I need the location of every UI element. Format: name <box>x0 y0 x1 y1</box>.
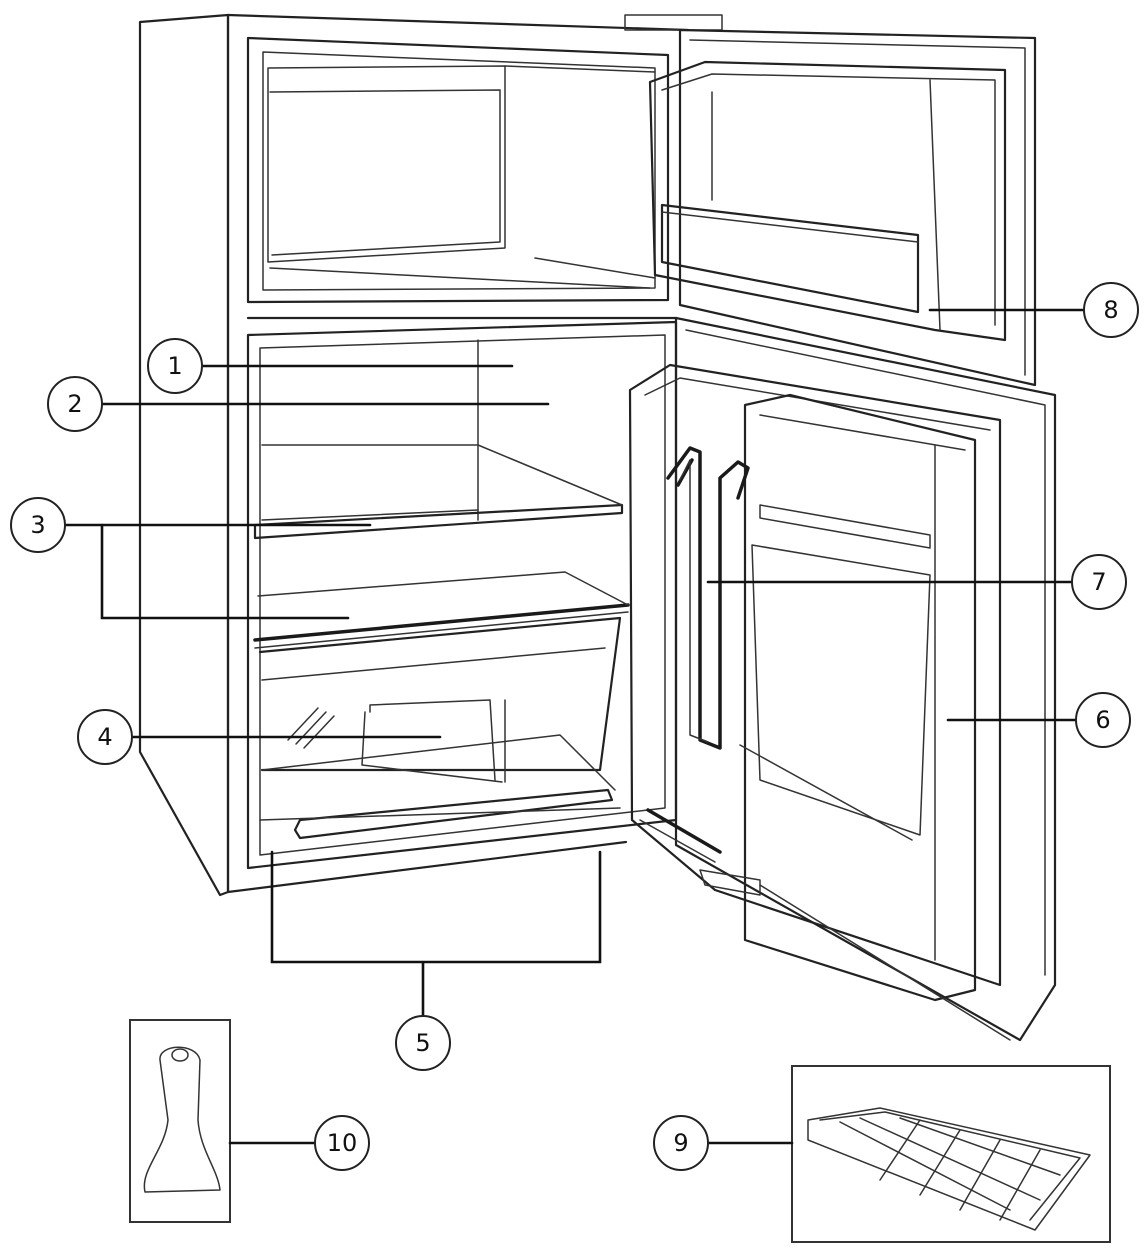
callout-10: 10 <box>314 1115 370 1171</box>
callout-6: 6 <box>1075 692 1131 748</box>
callout-label-4: 4 <box>97 723 112 751</box>
freezer-door <box>648 28 1037 387</box>
fridge-cabinet <box>138 13 723 897</box>
callout-2: 2 <box>47 376 103 432</box>
callout-label-8: 8 <box>1103 296 1118 324</box>
callout-label-10: 10 <box>327 1129 358 1157</box>
callout-3: 3 <box>10 497 66 553</box>
bracket-5 <box>270 850 602 1018</box>
callout-label-1: 1 <box>167 352 182 380</box>
callout-label-5: 5 <box>415 1029 430 1057</box>
ice-scraper-box <box>129 1019 231 1223</box>
callout-9: 9 <box>653 1115 709 1171</box>
callout-label-9: 9 <box>673 1129 688 1157</box>
callout-5: 5 <box>395 1015 451 1071</box>
leader-3b <box>100 523 350 620</box>
callout-7: 7 <box>1071 554 1127 610</box>
fridge-door <box>628 316 1057 1042</box>
callout-label-2: 2 <box>67 390 82 418</box>
callout-4: 4 <box>77 709 133 765</box>
leader-lines <box>62 308 1086 1145</box>
ice-tray-box <box>791 1065 1111 1243</box>
callout-label-6: 6 <box>1095 706 1110 734</box>
callout-label-3: 3 <box>30 511 45 539</box>
callout-label-7: 7 <box>1091 568 1106 596</box>
callout-1: 1 <box>147 338 203 394</box>
callout-8: 8 <box>1083 282 1139 338</box>
